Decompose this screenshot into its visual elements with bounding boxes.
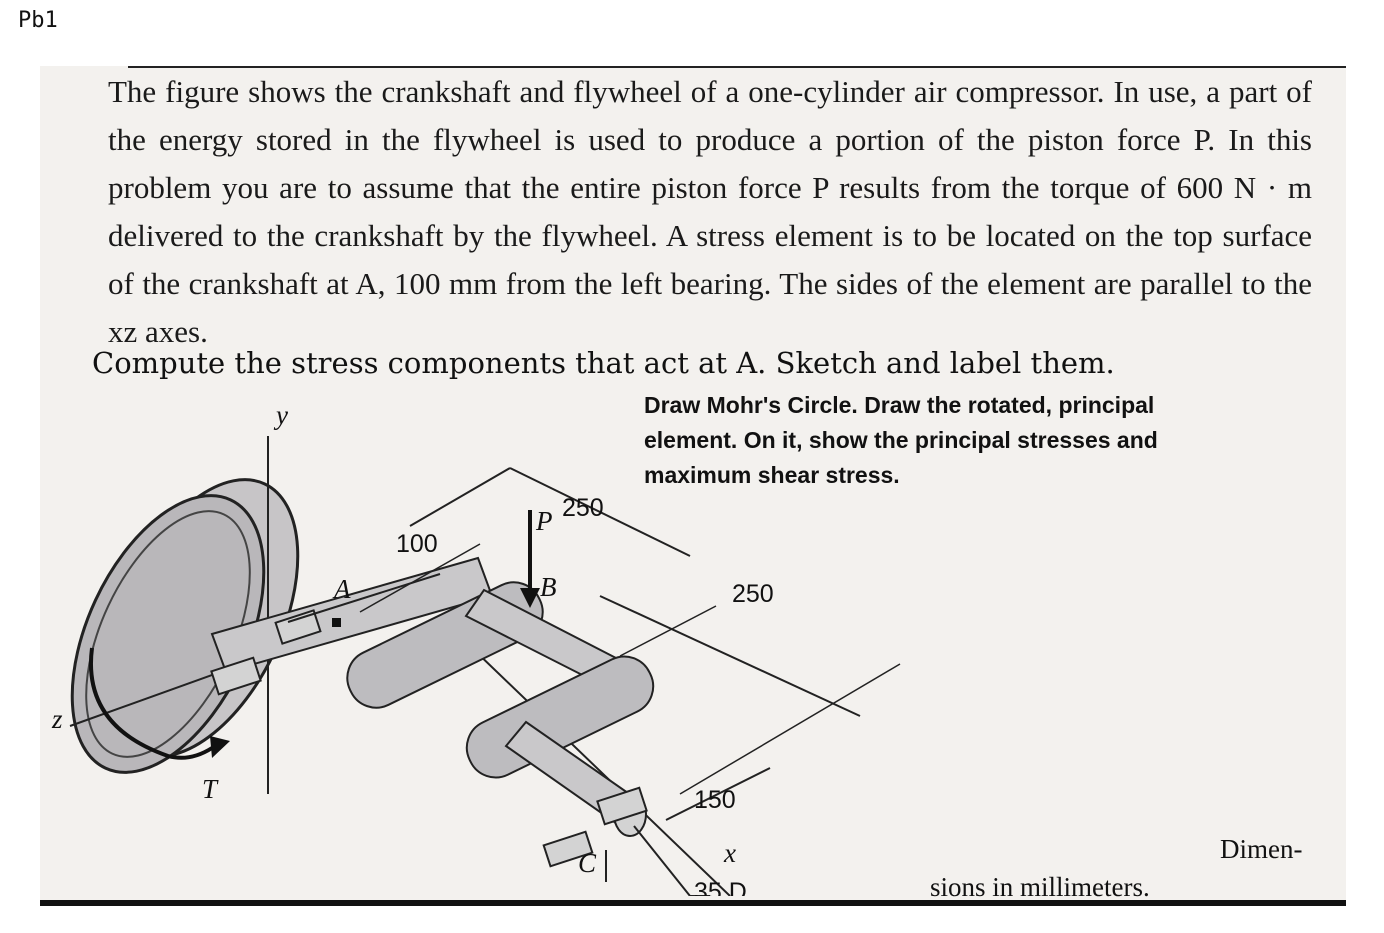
dim-150-label: 150	[694, 786, 736, 814]
force-P-label: P	[535, 506, 553, 536]
dim-250-top-line	[409, 467, 511, 527]
point-A-label: A	[332, 574, 351, 604]
mohr-instruction: Draw Mohr's Circle. Draw the rotated, pr…	[644, 392, 1158, 488]
problem-statement: The figure shows the crankshaft and flyw…	[108, 74, 1312, 349]
stress-element-A	[332, 618, 341, 627]
crankshaft-figure: y z x T	[51, 400, 901, 896]
x-axis	[469, 645, 731, 896]
compute-instruction: Compute the stress components that act a…	[92, 346, 1115, 380]
flywheel	[70, 478, 300, 774]
footer-units: sions in millimeters.	[930, 872, 1150, 902]
dim-250-top-label: 250	[562, 494, 604, 522]
dim-250-right-line	[599, 595, 861, 717]
crankshaft	[210, 556, 655, 868]
dim-150-line	[665, 767, 771, 821]
dim-100-line	[287, 573, 441, 623]
dim-100-label: 100	[396, 530, 438, 558]
diameter-leader	[633, 825, 710, 896]
point-C-label: C	[578, 848, 597, 878]
torque-arrow	[89, 647, 214, 760]
torque-label: T	[202, 774, 219, 804]
footer-dimen: Dimen-	[1220, 834, 1303, 864]
diameter-label: 35 D.	[694, 878, 754, 896]
top-rule	[128, 66, 1346, 68]
dim-250-right-label: 250	[732, 580, 774, 608]
slide-label: Pb1	[18, 8, 58, 33]
x-axis-label: x	[723, 838, 736, 868]
bottom-rule	[40, 900, 1346, 906]
point-B-label: B	[540, 572, 557, 602]
y-axis-label: y	[273, 400, 288, 430]
z-axis-label: z	[51, 704, 63, 734]
scanned-page: The figure shows the crankshaft and flyw…	[40, 66, 1346, 906]
